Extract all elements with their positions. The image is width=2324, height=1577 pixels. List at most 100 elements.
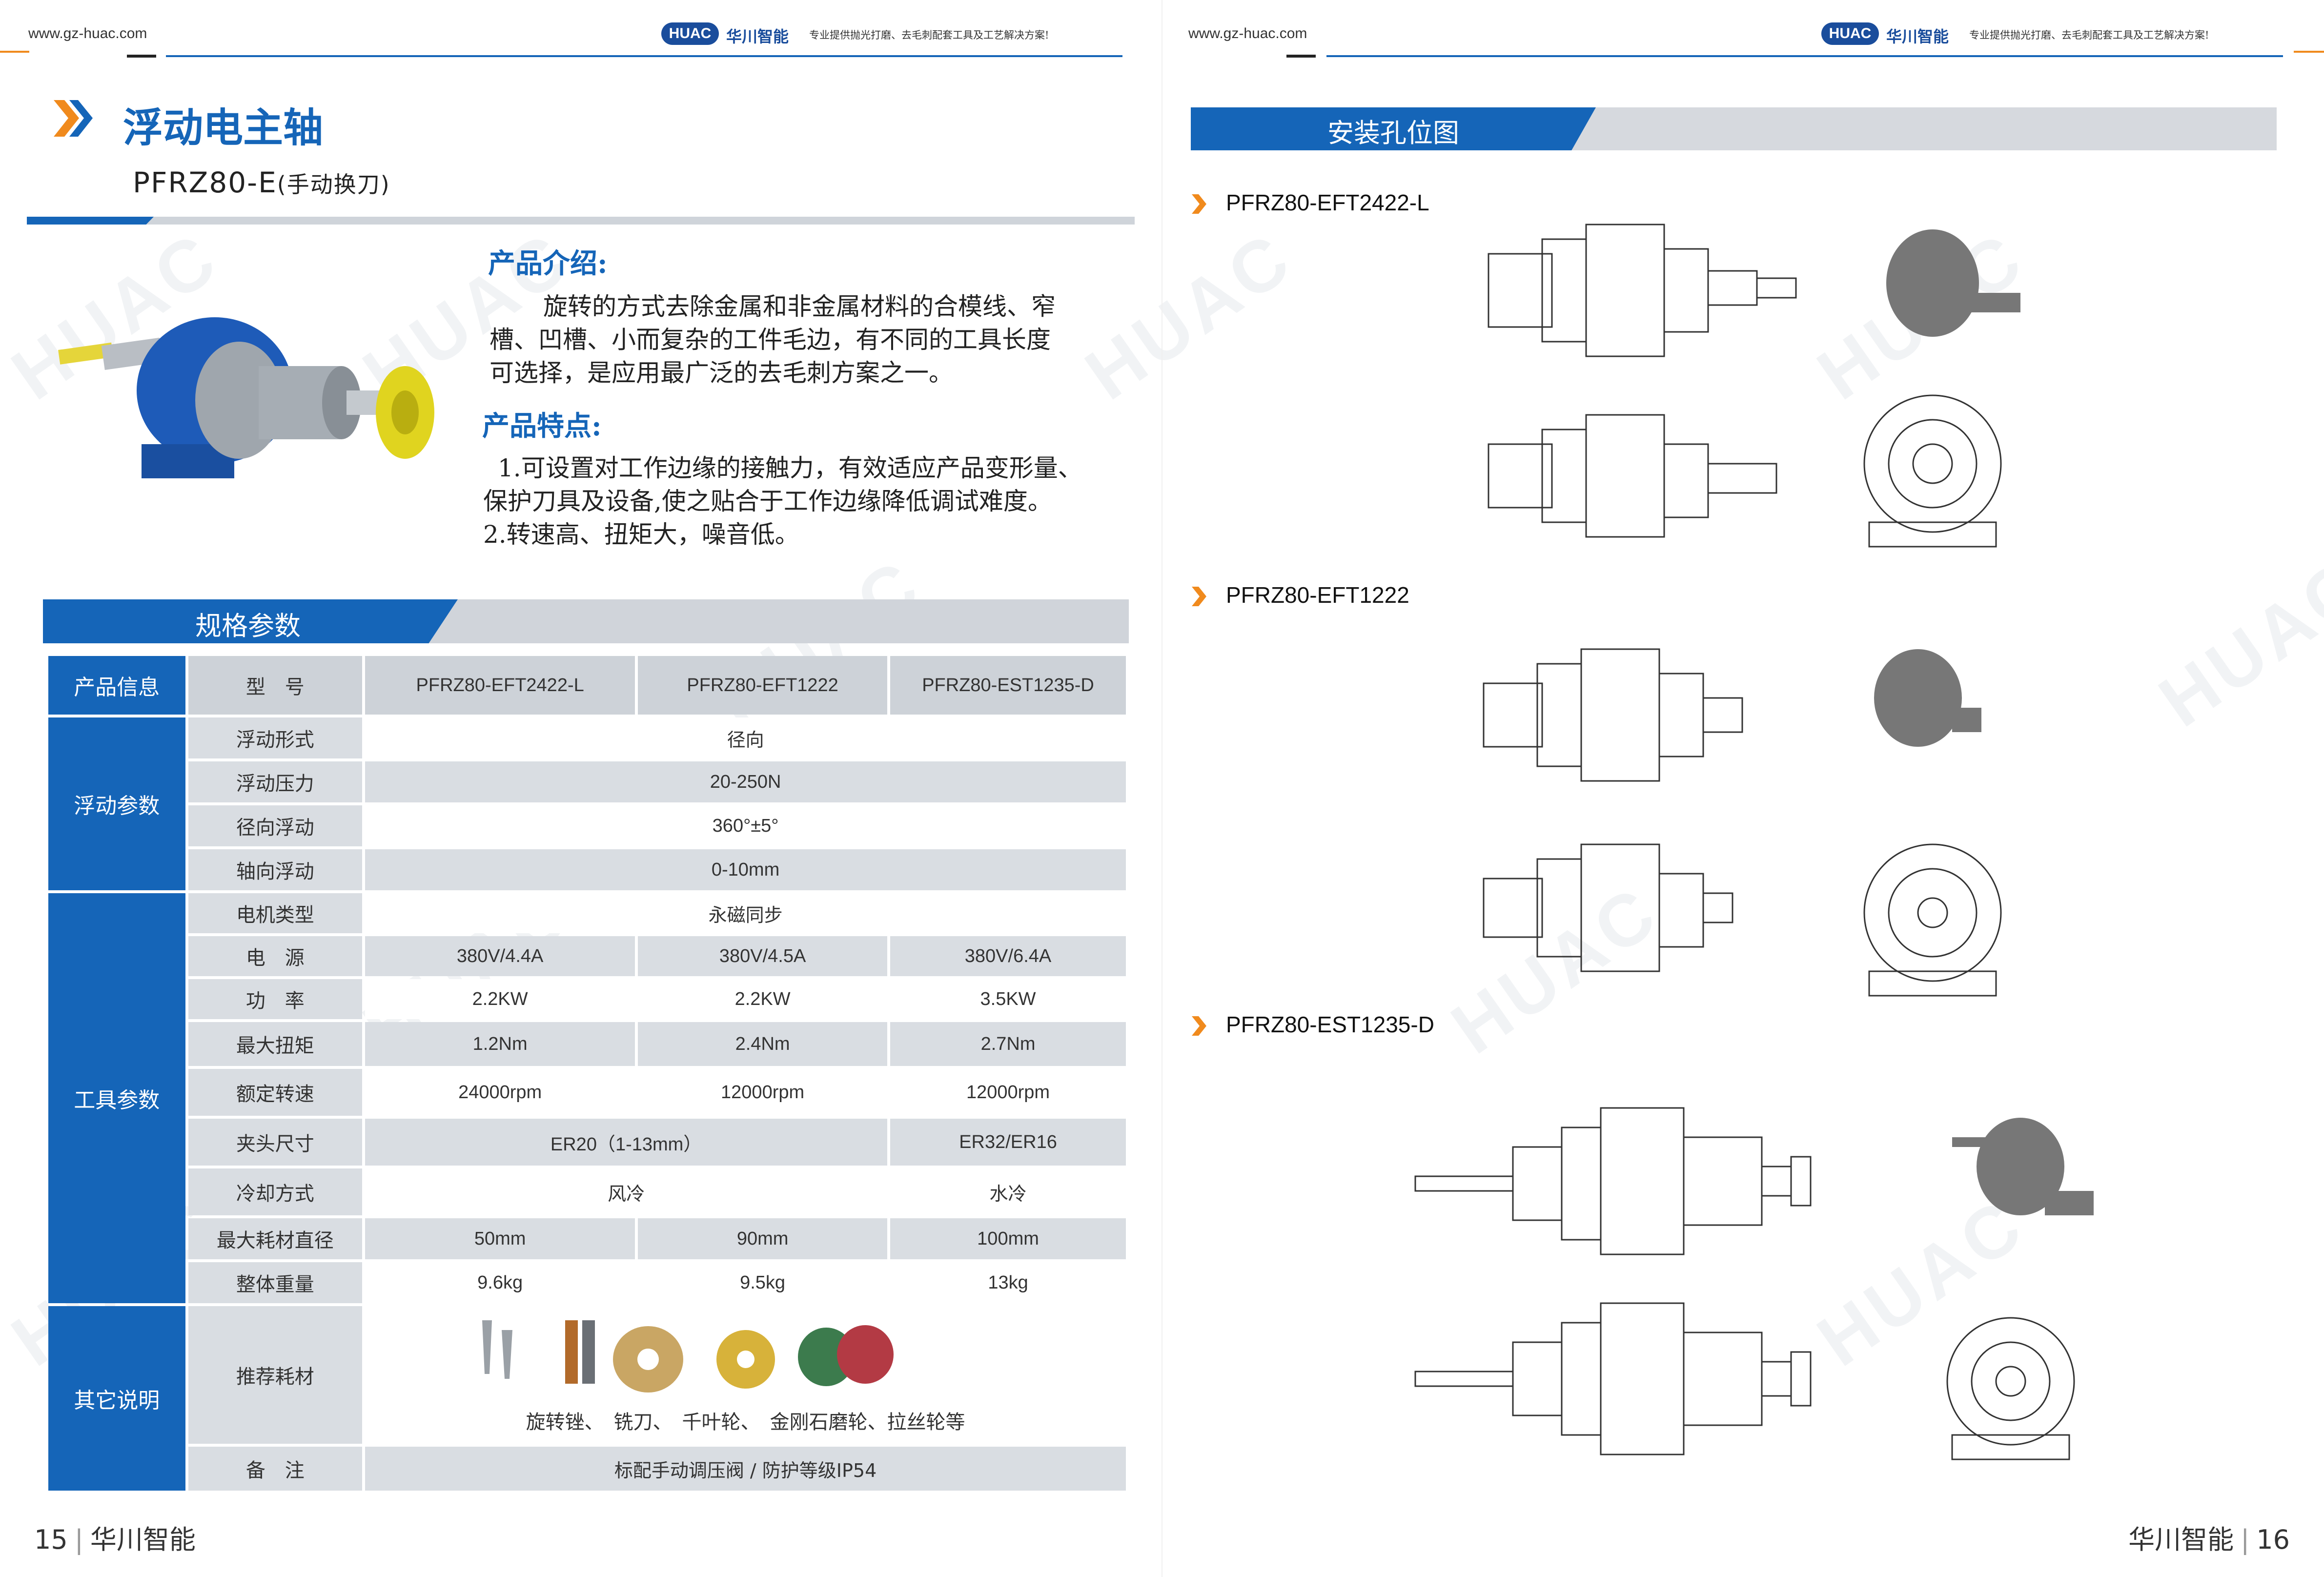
brand-name: 华川智能 xyxy=(2128,1524,2234,1555)
slogan: 专业提供抛光打磨、去毛刺配套工具及工艺解决方案! xyxy=(1969,29,2209,41)
table-row: 最大扭矩 1.2Nm 2.4Nm 2.7Nm xyxy=(48,1022,1126,1066)
table-row: 轴向浮动 0-10mm xyxy=(48,849,1126,890)
left-footer: 15|华川智能 xyxy=(34,1524,196,1555)
row-label: 电机类型 xyxy=(188,893,363,933)
table-row: 整体重量 9.6kg 9.5kg 13kg xyxy=(48,1262,1126,1303)
consumables-cell: 旋转锉、 铣刀、 千叶轮、 金刚石磨轮、拉丝轮等 xyxy=(365,1306,1126,1444)
table-row: 备 注 标配手动调压阀 / 防护等级IP54 xyxy=(48,1447,1126,1491)
install-model-label: PFRZ80-EST1235-D xyxy=(1226,1012,1434,1037)
features-heading: 产品特点: xyxy=(482,410,602,442)
spec-table: 产品信息 型 号 PFRZ80-EFT2422-L PFRZ80-EFT1222… xyxy=(45,653,1129,1494)
header-rule xyxy=(1326,55,2283,57)
row-value: 13kg xyxy=(890,1262,1126,1303)
intro-line: 旋转的方式去除金属和非金属材料的合模线、窄 xyxy=(543,292,1056,321)
row-label: 整体重量 xyxy=(188,1262,363,1303)
install-banner-accent xyxy=(1191,107,1596,150)
table-row: 额定转速 24000rpm 12000rpm 12000rpm xyxy=(48,1069,1126,1116)
row-value: 风冷 xyxy=(365,1168,888,1215)
group-product-info: 产品信息 xyxy=(48,656,185,715)
row-label: 浮动形式 xyxy=(188,717,363,758)
table-row: 产品信息 型 号 PFRZ80-EFT2422-L PFRZ80-EFT1222… xyxy=(48,656,1126,715)
row-value: 360°±5° xyxy=(365,805,1126,846)
header-accent xyxy=(0,51,29,53)
table-row: 冷却方式 风冷 水冷 xyxy=(48,1168,1126,1215)
intro-heading: 产品介绍: xyxy=(488,247,608,280)
table-row: 径向浮动 360°±5° xyxy=(48,805,1126,846)
row-value: 380V/4.5A xyxy=(638,936,888,976)
row-value: 12000rpm xyxy=(638,1069,888,1116)
slogan: 专业提供抛光打磨、去毛刺配套工具及工艺解决方案! xyxy=(809,29,1049,41)
page-number: 16 xyxy=(2256,1524,2290,1555)
intro-text: 旋转的方式去除金属和非金属材料的合模线、窄 槽、凹槽、小而复杂的工件毛边，有不同… xyxy=(489,290,1124,389)
feature-line: 1.可设置对工作边缘的接触力，有效适应产品变形量、 xyxy=(498,454,1082,482)
row-value: 9.6kg xyxy=(365,1262,635,1303)
technical-drawing xyxy=(1483,648,2002,997)
install-title: 安装孔位图 xyxy=(1327,118,1459,148)
model-cell: PFRZ80-EFT1222 xyxy=(638,656,888,715)
row-value: 20-250N xyxy=(365,761,1126,802)
row-label: 功 率 xyxy=(188,979,363,1019)
model-name: PFRZ80-E xyxy=(133,166,277,199)
title-rule-accent xyxy=(27,217,154,225)
intro-line: 可选择，是应用最广泛的去毛刺方案之一。 xyxy=(489,359,953,387)
header-rule xyxy=(127,55,156,58)
model-note: (手动换刀) xyxy=(277,171,390,198)
brand-name: 华川智能 xyxy=(90,1524,196,1555)
chevron-icon xyxy=(1192,587,1206,606)
huac-logo: HUAC xyxy=(661,22,719,45)
row-value: 标配手动调压阀 / 防护等级IP54 xyxy=(365,1447,1126,1491)
row-value: ER20（1-13mm） xyxy=(365,1119,888,1166)
model-label: 型 号 xyxy=(188,656,363,715)
install-model-label: PFRZ80-EFT1222 xyxy=(1226,582,1409,608)
row-label: 最大扭矩 xyxy=(188,1022,363,1066)
technical-drawing xyxy=(1488,224,2020,548)
table-row: 其它说明 推荐耗材 旋转锉、 铣刀、 千叶轮、 金刚石磨轮、拉丝轮等 xyxy=(48,1306,1126,1491)
row-value: 2.2KW xyxy=(365,979,635,1019)
left-site-url[interactable]: www.gz-huac.com xyxy=(28,25,147,41)
row-label: 浮动压力 xyxy=(188,761,363,802)
row-value: 永磁同步 xyxy=(365,893,1126,933)
title-rule xyxy=(27,217,1135,225)
row-label: 夹头尺寸 xyxy=(188,1119,363,1166)
group-other: 其它说明 xyxy=(48,1306,185,1491)
row-value: 90mm xyxy=(638,1218,888,1259)
row-label: 径向浮动 xyxy=(188,805,363,846)
logo-cn: 华川智能 xyxy=(1886,27,1949,46)
table-row: 电 源 380V/4.4A 380V/4.5A 380V/6.4A xyxy=(48,936,1126,976)
row-value: 12000rpm xyxy=(890,1069,1126,1116)
group-tool: 工具参数 xyxy=(48,893,185,1303)
right-site-url[interactable]: www.gz-huac.com xyxy=(1188,25,1307,41)
group-floating: 浮动参数 xyxy=(48,717,185,890)
page-title: 浮动电主轴 xyxy=(123,104,324,151)
row-value: 径向 xyxy=(365,717,1126,758)
right-footer: 华川智能|16 xyxy=(2128,1524,2290,1555)
huac-logo: HUAC xyxy=(1821,22,1879,45)
feature-line: 保护刀具及设备,使之贴合于工作边缘降低调试难度。 xyxy=(483,487,1052,515)
row-label: 电 源 xyxy=(188,936,363,976)
row-value: 380V/6.4A xyxy=(890,936,1126,976)
chevron-icon xyxy=(1192,1016,1206,1036)
row-label: 冷却方式 xyxy=(188,1168,363,1215)
row-value: 1.2Nm xyxy=(365,1022,635,1066)
watermark: HUAC xyxy=(2144,542,2324,742)
install-model-label: PFRZ80-EFT2422-L xyxy=(1226,190,1429,215)
row-label: 轴向浮动 xyxy=(188,849,363,890)
header-rule xyxy=(166,55,1122,57)
row-value: 50mm xyxy=(365,1218,635,1259)
consumables-text: 旋转锉、 铣刀、 千叶轮、 金刚石磨轮、拉丝轮等 xyxy=(526,1411,965,1434)
row-label: 最大耗材直径 xyxy=(188,1218,363,1259)
table-row: 浮动压力 20-250N xyxy=(48,761,1126,802)
row-value: 2.7Nm xyxy=(890,1022,1126,1066)
feature-line: 2.转速高、扭矩大，噪音低。 xyxy=(483,520,799,549)
row-value: 0-10mm xyxy=(365,849,1126,890)
row-value: 380V/4.4A xyxy=(365,936,635,976)
intro-line: 槽、凹槽、小而复杂的工件毛边，有不同的工具长度 xyxy=(489,326,1051,354)
table-row: 最大耗材直径 50mm 90mm 100mm xyxy=(48,1218,1126,1259)
row-value: 24000rpm xyxy=(365,1069,635,1116)
table-row: 功 率 2.2KW 2.2KW 3.5KW xyxy=(48,979,1126,1019)
table-row: 工具参数 电机类型 永磁同步 xyxy=(48,893,1126,1303)
table-row: 浮动参数 浮动形式 径向 xyxy=(48,717,1126,890)
consumables-image xyxy=(482,1320,894,1393)
table-row: 夹头尺寸 ER20（1-13mm） ER32/ER16 xyxy=(48,1119,1126,1166)
row-value: 100mm xyxy=(890,1218,1126,1259)
